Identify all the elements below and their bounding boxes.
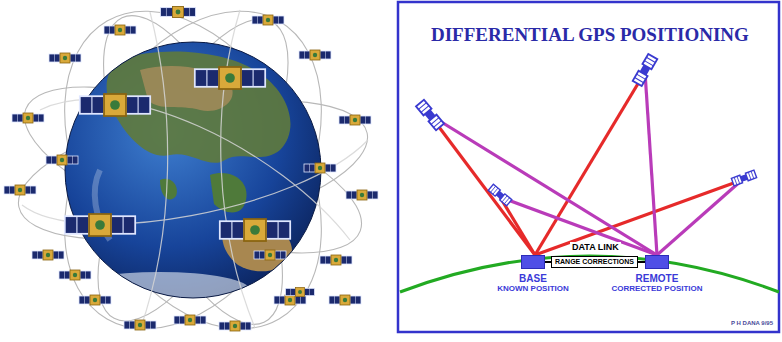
link-caption: RANGE CORRECTIONS xyxy=(551,256,638,268)
watermark: P H DANA 9/95 xyxy=(731,320,773,326)
diagram-title: DIFFERENTIAL GPS POSITIONING xyxy=(431,24,749,46)
receiver-station: BASEKNOWN POSITION xyxy=(521,255,545,269)
receiver-station: REMOTECORRECTED POSITION xyxy=(645,255,669,269)
station-name: BASE xyxy=(519,273,547,284)
edge-label: DATA LINK xyxy=(570,242,621,252)
station-name: REMOTE xyxy=(636,273,679,284)
station-note: CORRECTED POSITION xyxy=(611,284,702,293)
station-note: KNOWN POSITION xyxy=(497,284,569,293)
